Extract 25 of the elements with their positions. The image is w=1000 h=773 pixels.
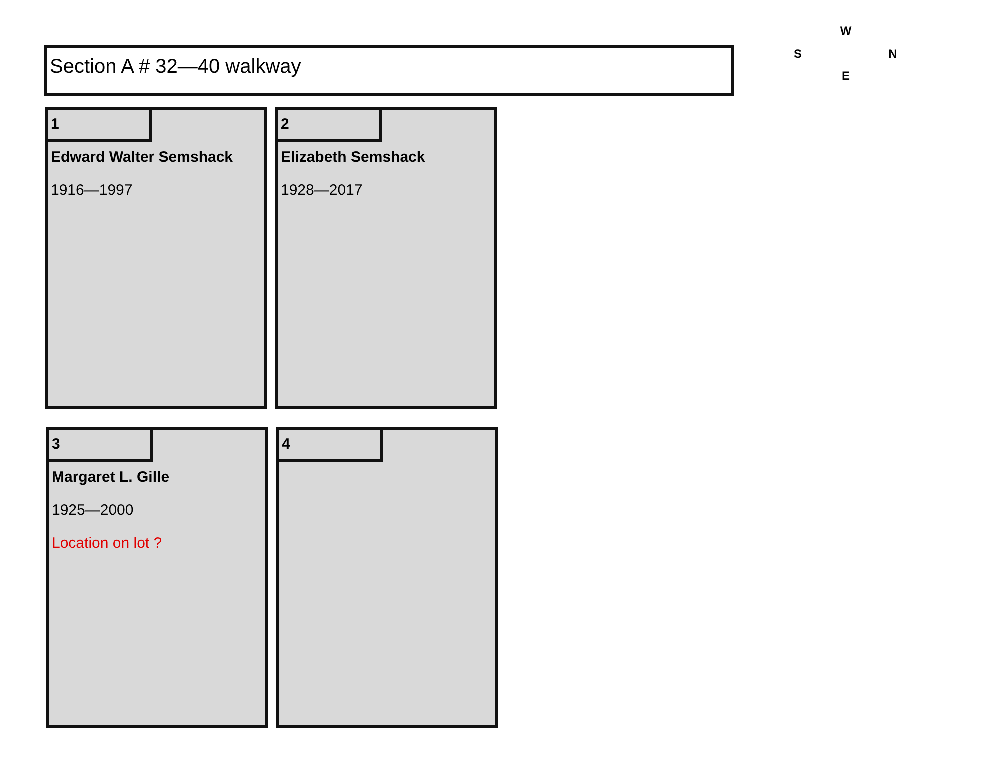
section-title: Section A # 32—40 walkway	[50, 55, 302, 79]
plot-box	[275, 107, 497, 409]
plot-box	[46, 427, 268, 728]
person-name: Elizabeth Semshack	[281, 149, 426, 167]
title-box	[44, 45, 734, 96]
person-name: Edward Walter Semshack	[51, 149, 234, 167]
number-tab	[276, 427, 383, 462]
location-note: Location on lot ?	[52, 535, 162, 553]
plot-box	[276, 427, 498, 728]
life-dates: 1928—2017	[281, 182, 363, 200]
plot-box	[45, 107, 267, 409]
life-dates: 1916—1997	[51, 182, 133, 200]
compass-letter: S	[794, 47, 802, 61]
plot-number: 1	[51, 116, 60, 134]
number-tab	[45, 107, 152, 142]
plot-number: 3	[52, 436, 60, 454]
compass-letter: E	[842, 69, 850, 83]
compass-letter: N	[888, 47, 898, 61]
person-name: Margaret L. Gille	[52, 469, 170, 487]
number-tab	[275, 107, 382, 142]
plot-number: 4	[282, 436, 290, 454]
number-tab	[46, 427, 153, 462]
plot-number: 2	[281, 116, 290, 134]
life-dates: 1925—2000	[52, 502, 134, 520]
compass-letter: W	[840, 24, 852, 38]
